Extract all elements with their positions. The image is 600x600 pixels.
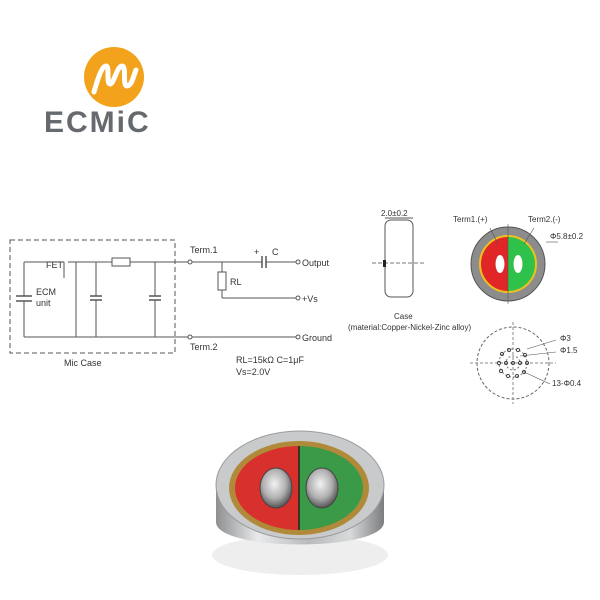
params-line-1: RL=15kΩ C=1μF — [236, 355, 304, 365]
phi3-label: Φ3 — [560, 334, 571, 343]
hole-circle-phi15 — [505, 355, 521, 371]
mic-case-box — [9, 239, 176, 354]
phi3-leader — [526, 339, 557, 350]
product-hole-right — [305, 467, 339, 509]
side-view-case — [384, 219, 414, 298]
hole-outer-3 — [514, 373, 520, 379]
side-view-terminal — [383, 260, 386, 267]
series-resistor — [111, 257, 131, 267]
vs-node — [295, 295, 301, 301]
term1-label: Term.1 — [190, 245, 218, 255]
holes-leader — [523, 371, 551, 385]
product-shadow — [212, 535, 388, 575]
hole-circle-phi3 — [498, 348, 528, 378]
cap-label: C — [272, 247, 279, 257]
phi15-leader — [519, 351, 557, 357]
phi15-label: Φ1.5 — [560, 346, 578, 355]
holes-label: 13-Φ0.4 — [552, 379, 582, 388]
hole-center — [510, 360, 516, 366]
logo-text: ECMiC — [44, 106, 151, 139]
case-title: Case — [394, 312, 413, 321]
term2-node — [187, 334, 193, 340]
ecm-label-1: ECM — [36, 287, 56, 297]
hole-outer-7 — [499, 351, 505, 357]
fet-label: FET — [46, 260, 64, 270]
term2-label: Term.2 — [190, 342, 218, 352]
product-hole-left — [259, 467, 293, 509]
output-node — [295, 259, 301, 265]
term2-leader — [523, 227, 535, 245]
case-material: (material:Copper-Nickel-Zinc alloy) — [348, 323, 471, 332]
term1-dim-label: Term1.(+) — [453, 215, 488, 224]
term1-hole — [495, 255, 505, 273]
logo-m-glyph — [91, 63, 139, 95]
load-resistor — [217, 271, 227, 291]
thickness-label: 2.0±0.2 — [381, 209, 408, 218]
term2-hole — [513, 255, 523, 273]
term2-dim-label: Term2.(-) — [528, 215, 561, 224]
diameter-label: Φ5.8±0.2 — [550, 232, 584, 241]
hole-outer-8 — [506, 347, 512, 353]
vs-label: +Vs — [302, 294, 318, 304]
rl-label: RL — [230, 277, 242, 287]
ground-label: Ground — [302, 333, 332, 343]
output-label: Output — [302, 258, 330, 268]
hole-outer-5 — [498, 368, 504, 374]
hole-outer-4 — [505, 373, 511, 379]
hole-outer-2 — [521, 369, 527, 375]
cap-plus-label: + — [254, 247, 259, 257]
mic-case-label: Mic Case — [64, 358, 102, 368]
ground-node — [295, 334, 301, 340]
hole-inner-1 — [517, 360, 523, 366]
ecm-label-2: unit — [36, 298, 51, 308]
term1-leader — [489, 227, 499, 245]
hole-outer-1 — [524, 360, 530, 366]
hole-outer-6 — [496, 360, 502, 366]
params-line-2: Vs=2.0V — [236, 367, 270, 377]
hole-outer-9 — [515, 347, 521, 353]
hole-inner-2 — [503, 360, 509, 366]
term1-node — [187, 259, 193, 265]
ecmic-logo — [40, 40, 190, 140]
